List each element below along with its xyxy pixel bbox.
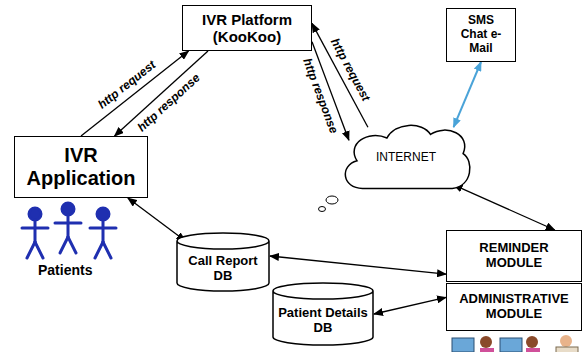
edge-label: http response — [135, 71, 203, 134]
node-text: ADMINISTRATIVE MODULE — [451, 292, 577, 322]
node-text: SMS Chat e-Mail — [457, 14, 505, 55]
connector-arrow — [115, 51, 209, 136]
connector-arrow — [374, 297, 446, 314]
cloud-bubble — [319, 207, 326, 212]
cloud-bubble — [326, 196, 338, 204]
application-box: IVR Application — [14, 136, 148, 198]
connector-arrow — [454, 62, 481, 127]
module-box: ADMINISTRATIVE MODULE — [446, 283, 582, 331]
connector-arrow — [270, 256, 446, 274]
node-text: Patient Details DB — [277, 306, 369, 336]
module-box: REMINDER MODULE — [446, 230, 582, 282]
edge-label: http request — [95, 58, 158, 111]
database-cylinder: Patient Details DB — [272, 282, 374, 346]
office-workers — [452, 335, 578, 352]
node-text: REMINDER MODULE — [464, 241, 564, 271]
platform-box: IVR Platform (KooKoo) — [182, 5, 312, 51]
node-text: Call Report DB — [181, 254, 265, 284]
edge-label: http response — [300, 57, 340, 136]
node-text: IVR Application — [19, 144, 143, 190]
node-text: INTERNET — [376, 151, 436, 165]
internet-cloud: INTERNET — [338, 120, 474, 192]
node-text: IVR Platform (KooKoo) — [187, 11, 307, 46]
patient-figures — [22, 203, 116, 258]
connector-arrow — [454, 185, 555, 230]
channel-box: SMS Chat e-Mail — [446, 8, 516, 62]
connector-arrow — [128, 198, 185, 241]
group-label: Patients — [38, 262, 92, 278]
database-cylinder: Call Report DB — [176, 232, 270, 292]
